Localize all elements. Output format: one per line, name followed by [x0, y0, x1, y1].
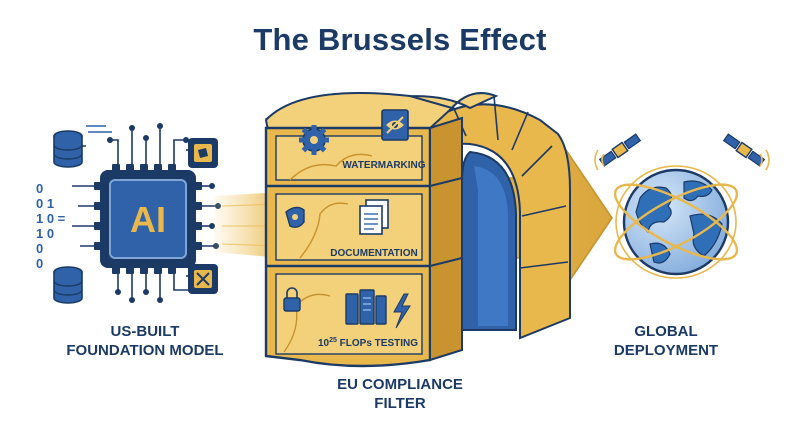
source-label-line: FOUNDATION MODEL: [66, 342, 224, 359]
satellite-icon: [722, 133, 766, 167]
satellite-icon: [598, 133, 642, 167]
binary-row: 0: [36, 181, 43, 196]
panel-label-flops-testing: 1025 FLOPs TESTING: [318, 337, 418, 349]
panel-label-documentation: DOCUMENTATION: [330, 248, 417, 259]
eye-slash-icon: [381, 109, 409, 141]
binary-row: 0: [36, 256, 43, 271]
binary-row: 0: [36, 241, 43, 256]
database-icon: [53, 266, 83, 304]
source-label-line: US-BUILT: [110, 323, 180, 340]
page-title: The Brussels Effect: [253, 22, 547, 57]
target-label: GLOBAL DEPLOYMENT: [596, 322, 736, 360]
target-label-line: GLOBAL: [634, 323, 698, 340]
processor-icon: [188, 264, 218, 294]
database-icon: [53, 130, 83, 168]
filter-label-line: EU COMPLIANCE: [337, 376, 463, 393]
source-label: US-BUILT FOUNDATION MODEL: [40, 322, 250, 360]
filter-label: EU COMPLIANCE FILTER: [330, 375, 470, 413]
shield-icon: [285, 206, 305, 229]
lightning-icon: [393, 293, 411, 329]
server-icon: [345, 289, 387, 325]
target-label-line: DEPLOYMENT: [613, 342, 719, 359]
binary-row: 0 1: [36, 196, 54, 211]
documents-icon: [359, 199, 389, 235]
gear-icon: [299, 125, 329, 155]
panel-label-watermarking: WATERMARKING: [342, 160, 425, 171]
filter-label-line: FILTER: [374, 395, 426, 412]
globe-icon: [613, 165, 739, 279]
binary-row: 1 0: [36, 226, 54, 241]
processor-icon: [188, 138, 218, 168]
lock-icon: [283, 287, 301, 312]
binary-row: 1 0 =: [36, 211, 66, 226]
binary-stream: 0 0 1 1 0 = 1 0 0 0: [36, 181, 66, 271]
chip-label: AI: [130, 199, 166, 240]
